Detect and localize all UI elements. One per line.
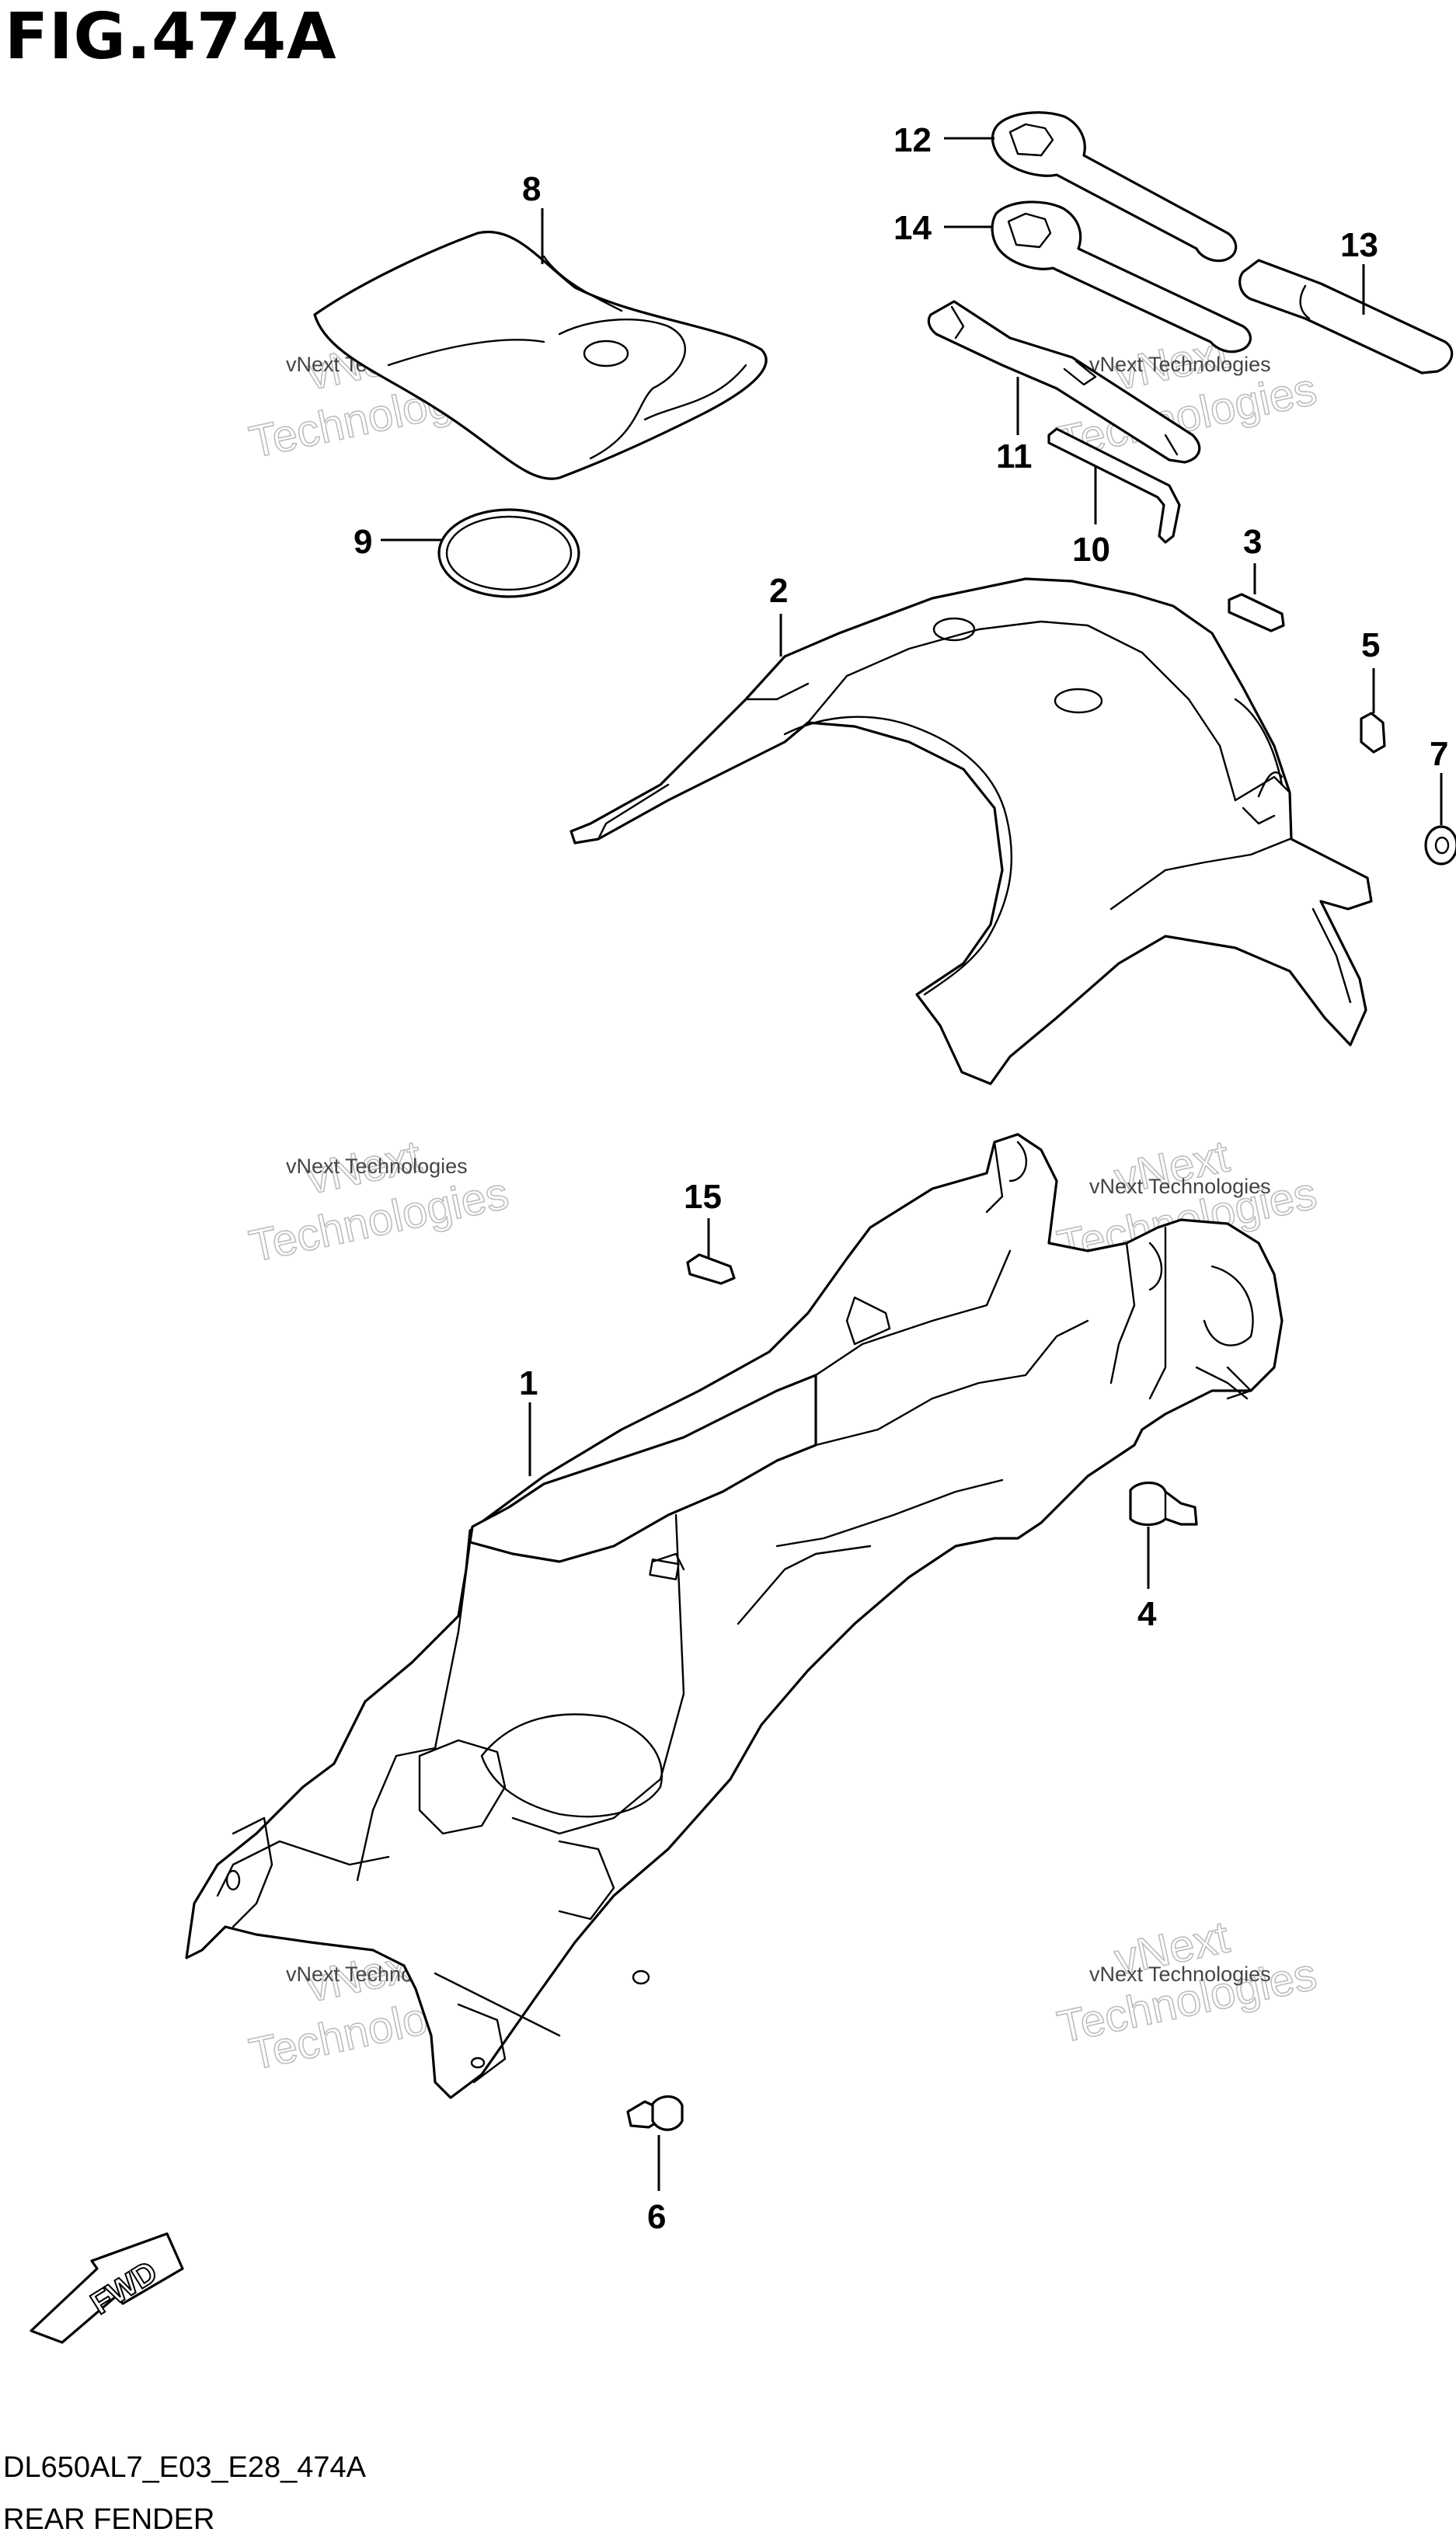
- part-5-label: [1360, 712, 1386, 754]
- part-6-bolt: [626, 2095, 684, 2131]
- part-7-washer: [1424, 825, 1456, 866]
- callout-2: 2: [769, 572, 788, 610]
- part-13-screwdriver-handle: [1238, 259, 1454, 374]
- part-14-spanner: [991, 200, 1252, 354]
- part-3-label: [1228, 593, 1285, 632]
- watermark-text-top-right: vNext Technologies: [1089, 353, 1271, 376]
- callout-6: 6: [647, 2198, 666, 2236]
- callout-9: 9: [354, 523, 372, 561]
- callout-5: 5: [1361, 626, 1380, 664]
- callout-8: 8: [522, 170, 541, 208]
- diagram-code: DL650AL7_E03_E28_474A: [3, 2451, 366, 2484]
- callout-1: 1: [519, 1364, 538, 1402]
- callout-12: 12: [893, 121, 932, 159]
- callout-15: 15: [684, 1178, 722, 1216]
- fwd-direction-arrow: FWD: [30, 2232, 184, 2344]
- callout-11: 11: [996, 437, 1033, 475]
- part-2-tail-cover: [570, 577, 1373, 1085]
- figure-title: FIG.474A: [5, 0, 337, 74]
- diagram-name: REAR FENDER: [3, 2503, 215, 2536]
- watermark-text-mid-right: vNext Technologies: [1089, 1175, 1271, 1198]
- callout-3: 3: [1243, 523, 1262, 561]
- watermark-text-bottom-right: vNext Technologies: [1089, 1963, 1271, 1986]
- part-10-hex-key: [1047, 427, 1181, 544]
- callout-7: 7: [1430, 735, 1448, 773]
- part-9-o-ring: [437, 508, 580, 598]
- watermark-mid-left: vNext Technologies: [245, 1130, 514, 1273]
- callout-10: 10: [1072, 531, 1110, 569]
- part-8-tool-bag: [313, 230, 768, 480]
- part-11-box-spanner: [927, 300, 1201, 464]
- watermark-text-mid-left: vNext Technologies: [286, 1155, 468, 1178]
- part-12-spanner: [991, 111, 1238, 263]
- part-15-label: [686, 1253, 736, 1285]
- part-1-rear-fender: [185, 1133, 1284, 2099]
- callout-4: 4: [1137, 1595, 1157, 1633]
- part-4-clip: [1129, 1481, 1198, 1527]
- callout-14: 14: [893, 209, 932, 247]
- callout-13: 13: [1340, 226, 1378, 264]
